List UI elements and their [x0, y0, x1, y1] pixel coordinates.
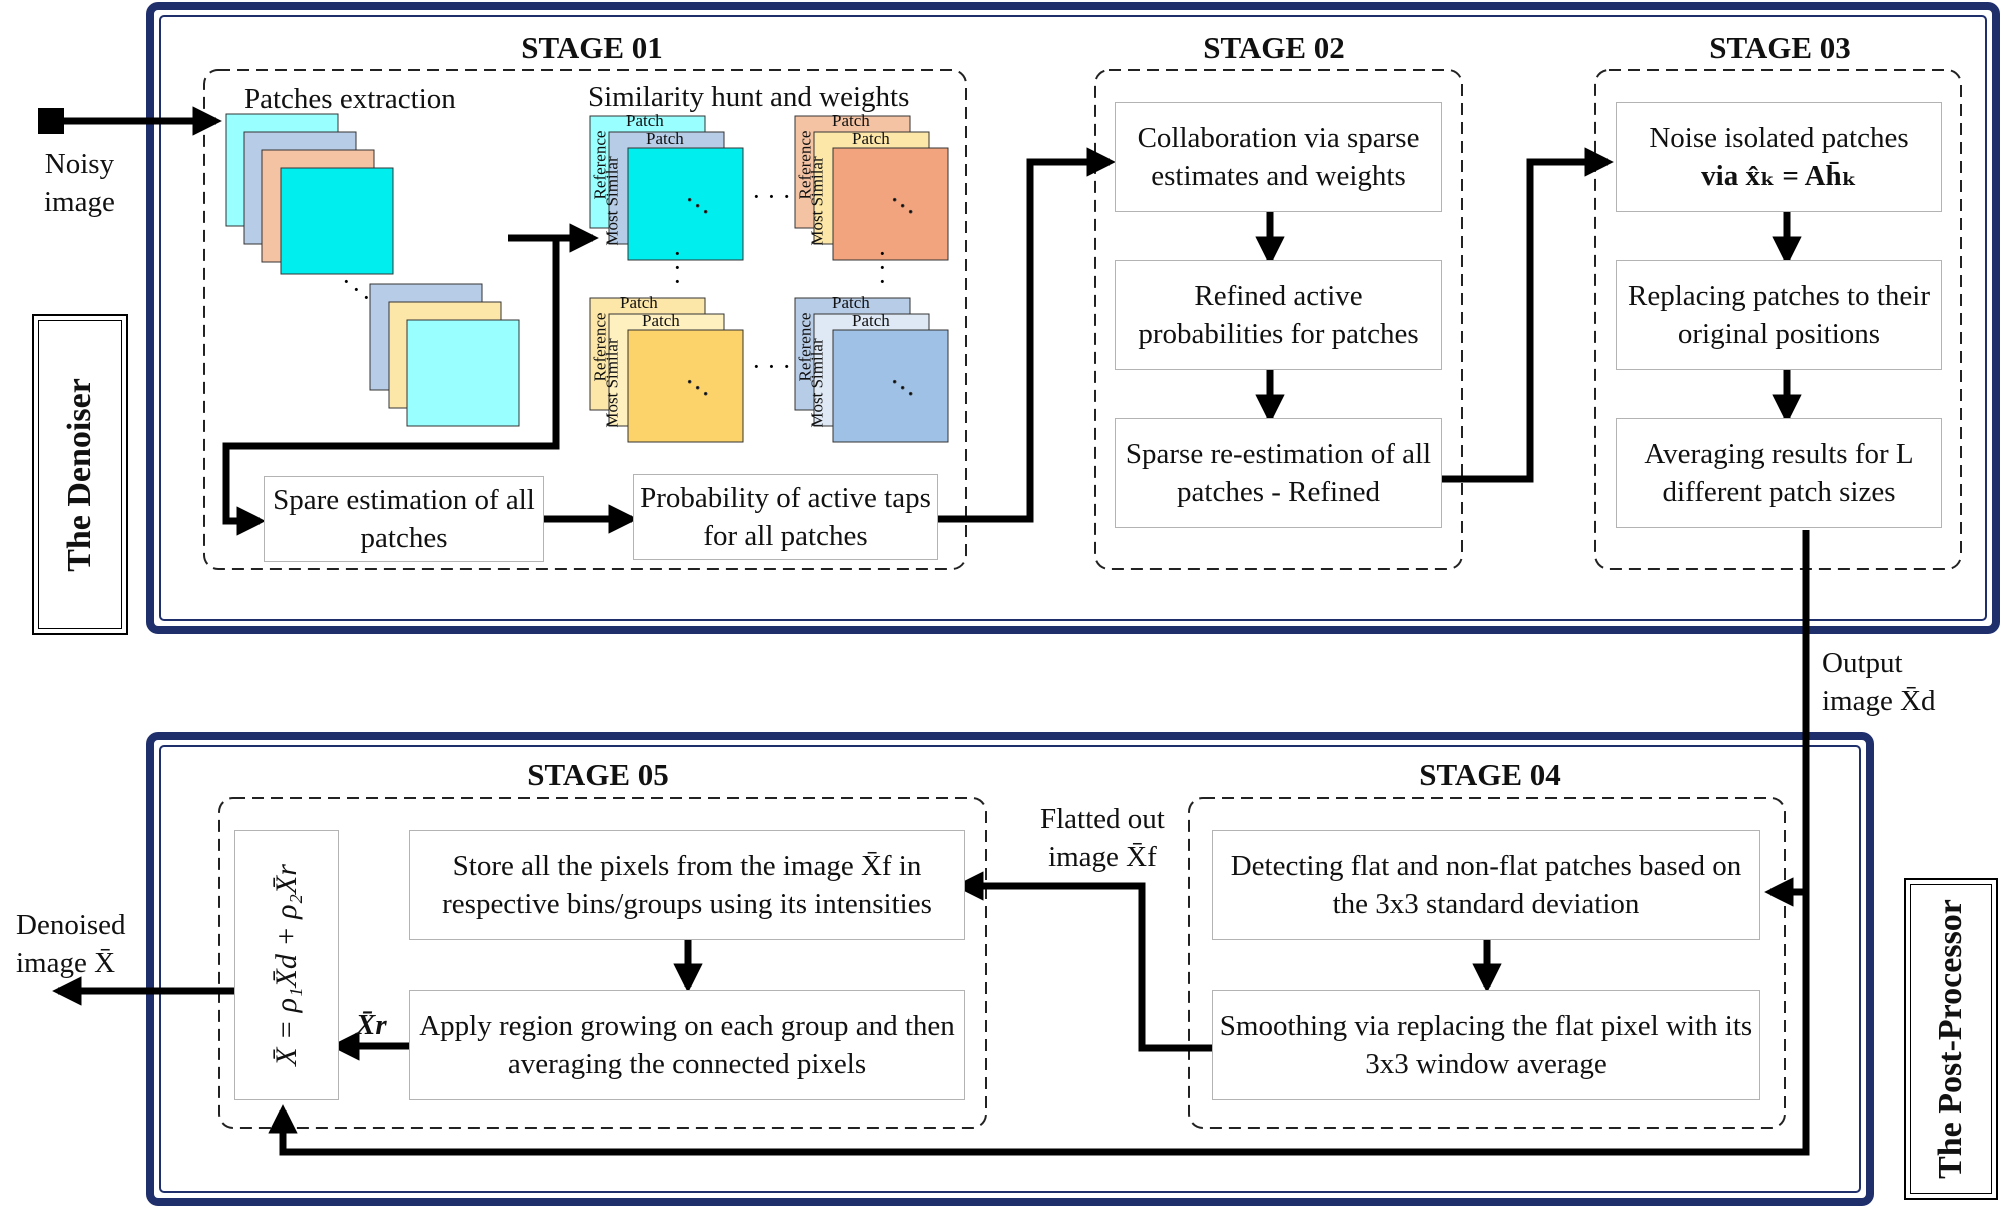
similarity-group-gold: ···: [589, 297, 744, 443]
svg-text:·: ·: [702, 381, 709, 406]
combination-equation: X̄ = ρ₁X̄d + ρ₂X̄r: [269, 864, 303, 1066]
similarity-group-cyan: ···: [589, 115, 744, 261]
svg-text:·: ·: [686, 369, 693, 394]
svg-text:·: ·: [878, 253, 887, 282]
svg-text:·: ·: [673, 239, 682, 268]
flatted-image-label: Flatted out image X̄f: [1040, 800, 1165, 876]
svg-text:·: ·: [891, 187, 898, 212]
noise-isolated-line2: via x̂ₖ = Ah̄ₖ: [1701, 160, 1857, 192]
denoiser-title: The Denoiser: [61, 377, 98, 572]
patch-tab: Patch: [626, 111, 664, 130]
svg-text:·: ·: [891, 369, 898, 394]
patch-tab: Patch: [620, 293, 658, 312]
denoised-line2: image X̄: [16, 947, 116, 979]
svg-text:·: ·: [673, 267, 682, 296]
denoiser-title-box: The Denoiser: [32, 314, 128, 635]
svg-text:·: ·: [694, 193, 701, 218]
patch-tab: Patch: [832, 293, 870, 312]
stage04-container: [1188, 797, 1786, 1129]
refined-probabilities-box: Refined active probabilities for patches: [1115, 260, 1442, 370]
patch-tab: Patch: [852, 311, 890, 330]
stage05-title: STAGE 05: [515, 757, 681, 793]
postprocessor-title: The Post-Processor: [1932, 899, 1969, 1179]
flatted-line2: image X̄f: [1048, 841, 1157, 873]
store-pixels-line1: Store all the pixels from the image X̄f …: [452, 850, 922, 882]
similarity-group-salmon: ···: [794, 115, 949, 261]
probability-active-box: Probability of active taps for all patch…: [633, 474, 938, 560]
svg-text:·: ·: [686, 187, 693, 212]
svg-text:·: ·: [342, 267, 351, 296]
noisy-line2: image: [44, 186, 115, 218]
input-square: [38, 108, 64, 134]
patch-tab: Patch: [852, 129, 890, 148]
most-similar-label: Most Similar: [807, 338, 827, 428]
averaging-results-box: Averaging results for L different patch …: [1616, 418, 1942, 528]
xr-label: X̄r: [356, 1009, 387, 1041]
group-ellipses: · · · · · · ··· ···: [673, 182, 887, 381]
stage02-title: STAGE 02: [1191, 30, 1357, 66]
svg-text:·: ·: [352, 275, 361, 304]
svg-text:·: ·: [694, 375, 701, 400]
svg-text:·: ·: [907, 199, 914, 224]
stage04-title: STAGE 04: [1407, 757, 1573, 793]
replacing-patches-box: Replacing patches to their original posi…: [1616, 260, 1942, 370]
similarity-hunt-label: Similarity hunt and weights: [588, 81, 910, 113]
stage03-container: [1594, 69, 1962, 570]
store-pixels-line2: respective bins/groups using its intensi…: [442, 888, 932, 920]
denoised-line1: Denoised: [16, 909, 126, 941]
sparse-reestimation-box: Sparse re-estimation of all patches - Re…: [1115, 418, 1442, 528]
output-line2: image X̄d: [1822, 685, 1936, 717]
postprocessor-frame: [146, 732, 1874, 1206]
noisy-image-label: Noisy image: [44, 145, 115, 221]
denoiser-frame: [146, 2, 2000, 634]
store-pixels-box: Store all the pixels from the image X̄f …: [409, 830, 965, 940]
stage02-container: [1094, 69, 1463, 570]
patch-tab: Patch: [646, 129, 684, 148]
averaging-line2: different patch sizes: [1662, 476, 1896, 508]
svg-text:·: ·: [673, 253, 682, 282]
svg-text:·: ·: [878, 267, 887, 296]
noise-isolated-box: Noise isolated patches via x̂ₖ = Ah̄ₖ: [1616, 102, 1942, 212]
postprocessor-title-box: The Post-Processor: [1904, 878, 1998, 1200]
most-similar-label: Most Similar: [807, 156, 827, 246]
most-similar-label: Most Similar: [602, 338, 622, 428]
output-image-label: Output image X̄d: [1822, 644, 1936, 720]
stage03-title: STAGE 03: [1697, 30, 1863, 66]
equation-box: X̄ = ρ₁X̄d + ρ₂X̄r: [234, 830, 339, 1100]
sparse-estimation-box: Spare estimation of all patches: [264, 476, 544, 562]
noise-isolated-line1: Noise isolated patches: [1649, 122, 1909, 154]
connectors: [38, 106, 1810, 1156]
patch-tab: Patch: [832, 111, 870, 130]
patch-stack-bottom: [369, 283, 520, 427]
detecting-flat-box: Detecting flat and non-flat patches base…: [1212, 830, 1760, 940]
noisy-line1: Noisy: [44, 148, 115, 180]
svg-text:·: ·: [362, 283, 371, 312]
similarity-group-blue: ···: [794, 297, 949, 443]
svg-text:·: ·: [907, 381, 914, 406]
flatted-line1: Flatted out: [1040, 803, 1165, 835]
svg-text:·: ·: [899, 193, 906, 218]
svg-text:· · ·: · · ·: [752, 352, 791, 381]
stage01-container: [203, 69, 967, 570]
smoothing-box: Smoothing via replacing the flat pixel w…: [1212, 990, 1760, 1100]
svg-text:·: ·: [878, 239, 887, 268]
denoised-image-label: Denoised image X̄: [16, 906, 126, 982]
patches-extraction-label: Patches extraction: [244, 83, 456, 115]
svg-text:· · ·: · · ·: [752, 182, 791, 211]
stage01-title: STAGE 01: [509, 30, 675, 66]
patch-stack-top: [225, 113, 394, 275]
output-line1: Output: [1822, 647, 1903, 679]
stage05-container: [218, 797, 987, 1129]
svg-text:·: ·: [899, 375, 906, 400]
most-similar-label: Most Similar: [602, 156, 622, 246]
svg-text:·: ·: [702, 199, 709, 224]
collaboration-box: Collaboration via sparse estimates and w…: [1115, 102, 1442, 212]
patch-tab: Patch: [642, 311, 680, 330]
region-growing-box: Apply region growing on each group and t…: [409, 990, 965, 1100]
averaging-line1: Averaging results for L: [1644, 438, 1914, 470]
